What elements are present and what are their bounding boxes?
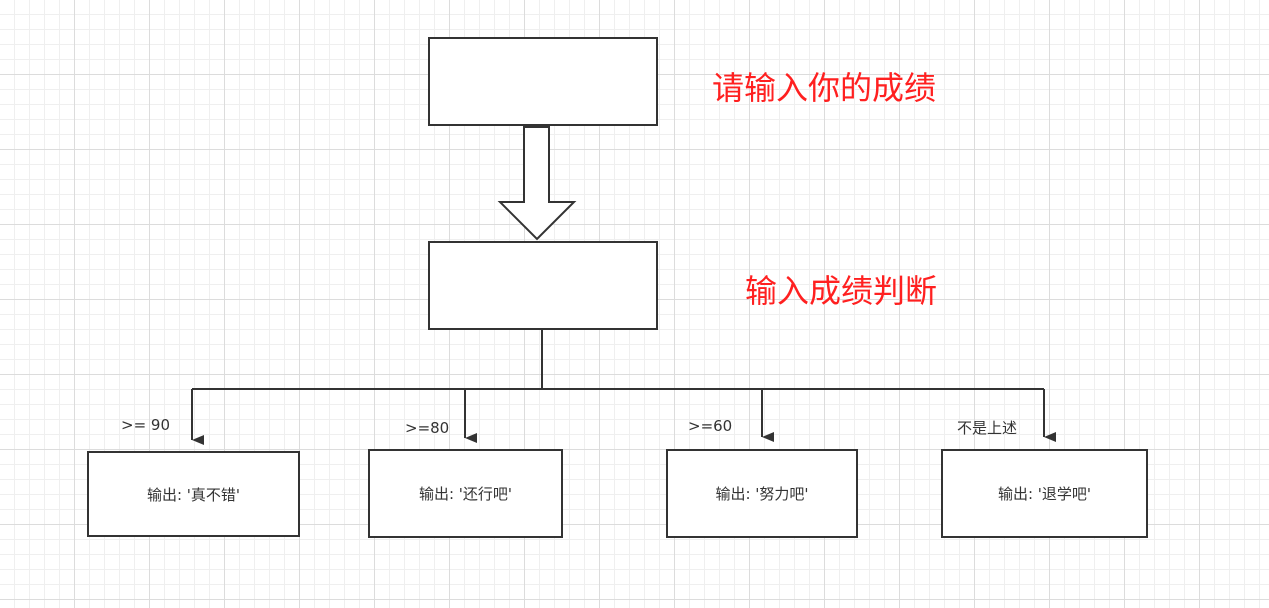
input-process-box[interactable] — [428, 37, 658, 126]
output-box-drop-out[interactable]: 输出: '退学吧' — [941, 449, 1148, 538]
condition-label-80: >=80 — [405, 419, 450, 437]
condition-label-other: 不是上述 — [957, 419, 1018, 437]
output-box-work-hard[interactable]: 输出: '努力吧' — [666, 449, 858, 538]
output-box-excellent[interactable]: 输出: '真不错' — [87, 451, 300, 537]
output-text-excellent: 输出: '真不错' — [146, 485, 241, 504]
condition-label-60: >=60 — [688, 417, 733, 435]
input-prompt-label: 请输入你的成绩 — [712, 69, 937, 107]
judge-label: 输入成绩判断 — [745, 272, 938, 310]
hollow-down-arrow — [497, 126, 577, 241]
output-text-work-hard: 输出: '努力吧' — [715, 485, 809, 503]
output-text-drop-out: 输出: '退学吧' — [997, 485, 1092, 503]
condition-label-90: >= 90 — [121, 416, 170, 434]
output-text-ok: 输出: '还行吧' — [418, 485, 513, 503]
judge-process-box[interactable] — [428, 241, 658, 330]
output-box-ok[interactable]: 输出: '还行吧' — [368, 449, 563, 538]
